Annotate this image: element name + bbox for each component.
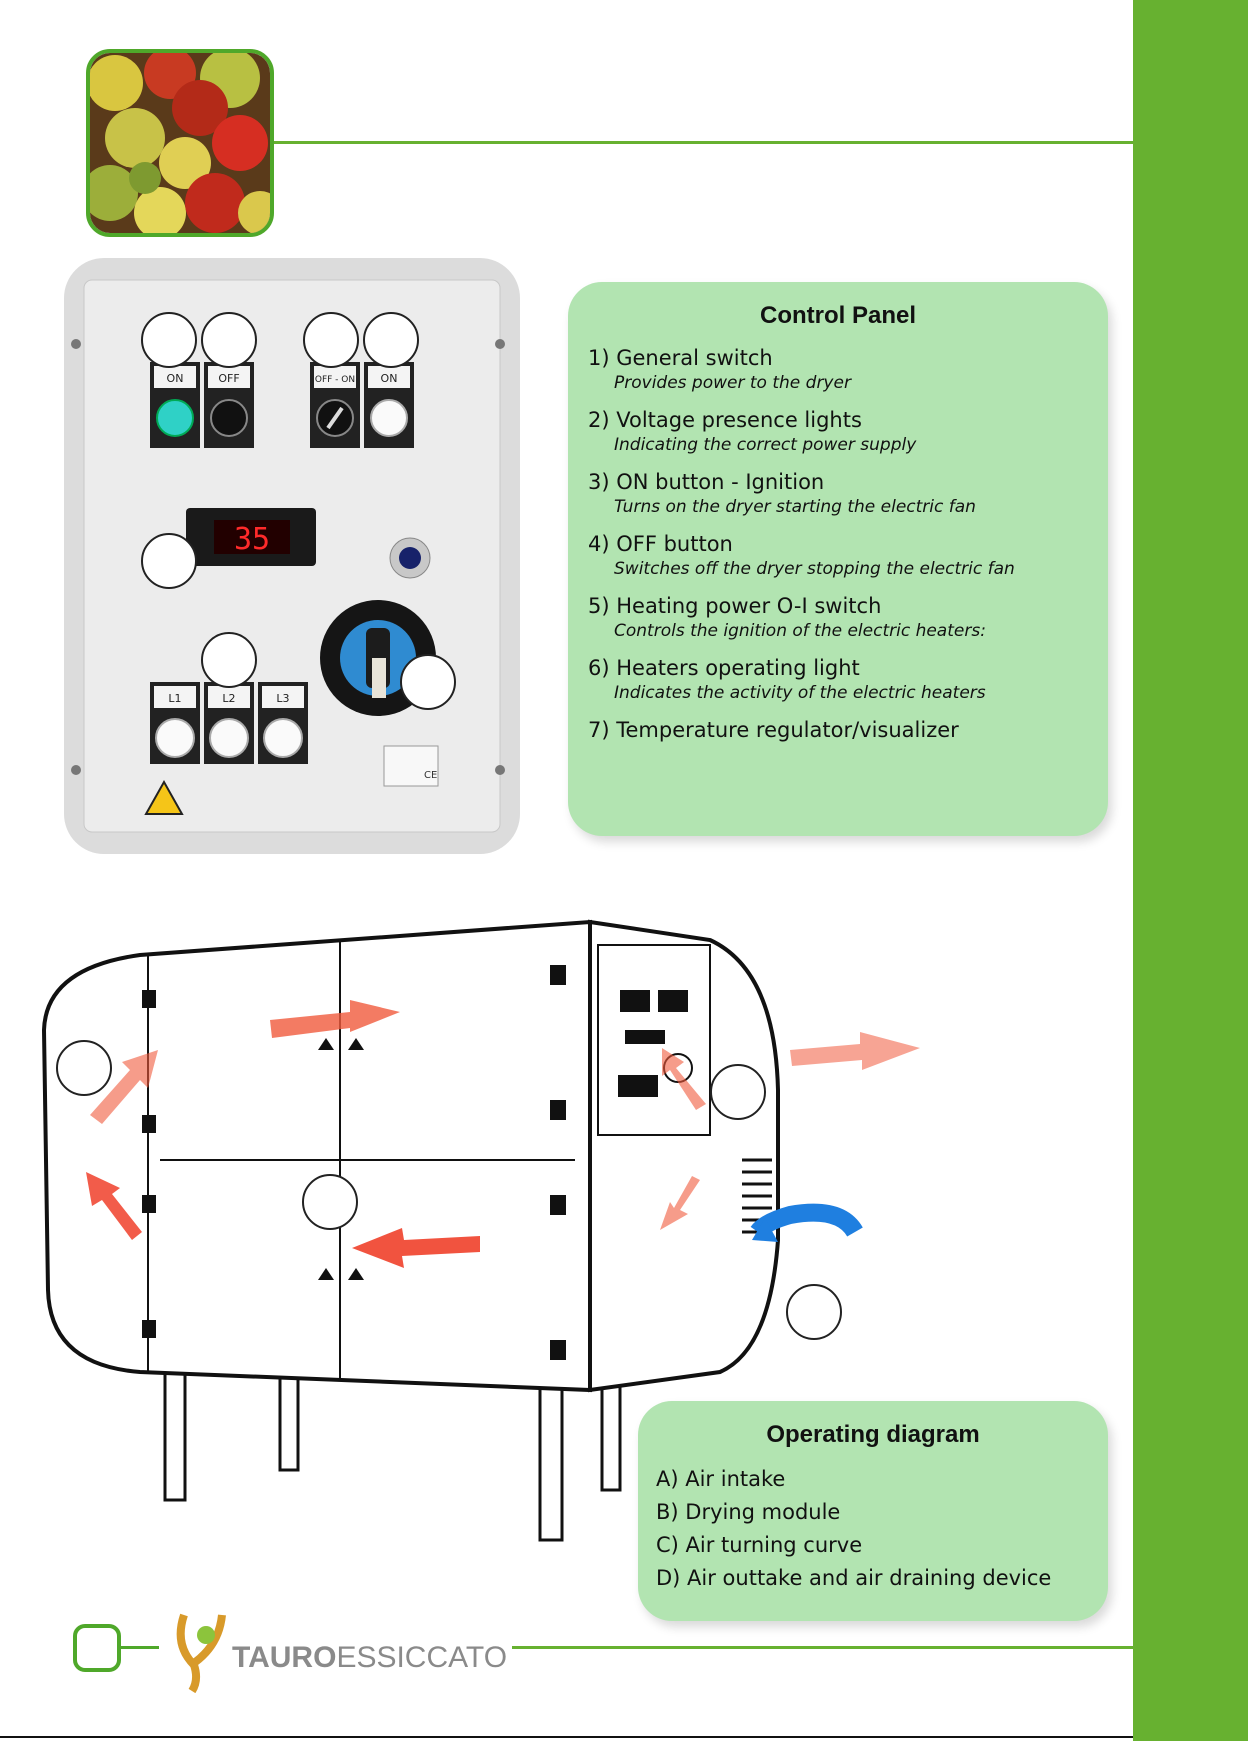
- svg-text:TAUROESSICCATORI: TAUROESSICCATORI: [232, 1641, 509, 1674]
- label-on-2: ON: [381, 372, 398, 385]
- control-panel-legend: Control Panel 1) General switch Provides…: [568, 282, 1108, 836]
- label-off-on: OFF - ON: [315, 375, 355, 385]
- cp-item-label: 1) General switch: [588, 346, 773, 370]
- footer-rule-right: [512, 1646, 1133, 1649]
- temperature-display: 35: [234, 522, 270, 557]
- header-rule: [270, 141, 1133, 144]
- ce-mark: CE: [424, 770, 437, 781]
- od-item-c: C) Air turning curve: [656, 1533, 863, 1557]
- cp-item-label: 3) ON button - Ignition: [588, 470, 825, 494]
- callout-panel-4: [363, 312, 419, 368]
- callout-panel-6: [201, 632, 257, 688]
- cp-item-5: 5) Heating power O-I switch Controls the…: [588, 592, 1108, 642]
- od-item-a: A) Air intake: [656, 1467, 786, 1491]
- cp-item-desc: Indicates the activity of the electric h…: [614, 683, 986, 703]
- cp-item-label: 4) OFF button: [588, 532, 733, 556]
- page-bottom-edge: [0, 1736, 1133, 1738]
- cp-item-label: 2) Voltage presence lights: [588, 408, 862, 432]
- page-number-box: [73, 1624, 121, 1672]
- callout-panel-1: [141, 312, 197, 368]
- operating-diagram-legend: Operating diagram A) Air intake B) Dryin…: [638, 1401, 1108, 1621]
- cp-item-label: 7) Temperature regulator/visualizer: [588, 718, 959, 742]
- operating-diagram-title: Operating diagram: [766, 1421, 980, 1448]
- cp-item-desc: Switches off the dryer stopping the elec…: [614, 559, 1015, 579]
- cp-item-desc: Turns on the dryer starting the electric…: [614, 497, 976, 517]
- footer-rule-left: [121, 1646, 159, 1649]
- cp-item-label: 6) Heaters operating light: [588, 656, 860, 680]
- callout-machine-d: [786, 1284, 842, 1340]
- label-on: ON: [167, 372, 184, 385]
- cp-item-2: 2) Voltage presence lights Indicating th…: [588, 406, 1108, 456]
- label-l2: L2: [222, 692, 235, 705]
- label-l1: L1: [168, 692, 181, 705]
- dryer-machine-drawing: [41, 919, 920, 1542]
- cp-item-4: 4) OFF button Switches off the dryer sto…: [588, 530, 1108, 580]
- callout-machine-b: [302, 1174, 358, 1230]
- label-l3: L3: [276, 692, 289, 705]
- callout-machine-a: [56, 1040, 112, 1096]
- cp-item-7: 7) Temperature regulator/visualizer: [588, 716, 1108, 744]
- cp-item-label: 5) Heating power O-I switch: [588, 594, 882, 618]
- cp-item-6: 6) Heaters operating light Indicates the…: [588, 654, 1108, 704]
- tauro-essiccatori-logo: TAUROESSICCATORI: [176, 1613, 509, 1693]
- control-panel-photo: ON OFF OFF - ON ON 35 L1 L2 L3 CE: [64, 258, 520, 854]
- callout-machine-c: [710, 1064, 766, 1120]
- cp-item-desc: Indicating the correct power supply: [614, 435, 917, 455]
- od-item-b: B) Drying module: [656, 1500, 841, 1524]
- fruit-photo: [86, 49, 274, 237]
- cp-item-desc: Controls the ignition of the electric he…: [614, 621, 986, 641]
- callout-panel-7: [400, 654, 456, 710]
- callout-panel-3: [303, 312, 359, 368]
- od-item-d: D) Air outtake and air draining device: [656, 1566, 1052, 1590]
- green-sidebar: [1133, 0, 1248, 1741]
- cp-item-1: 1) General switch Provides power to the …: [588, 344, 1108, 394]
- callout-panel-2: [201, 312, 257, 368]
- label-off: OFF: [218, 372, 239, 385]
- cp-item-desc: Provides power to the dryer: [614, 373, 851, 393]
- callout-panel-5: [141, 533, 197, 589]
- cp-item-3: 3) ON button - Ignition Turns on the dry…: [588, 468, 1108, 518]
- control-panel-title: Control Panel: [759, 302, 916, 329]
